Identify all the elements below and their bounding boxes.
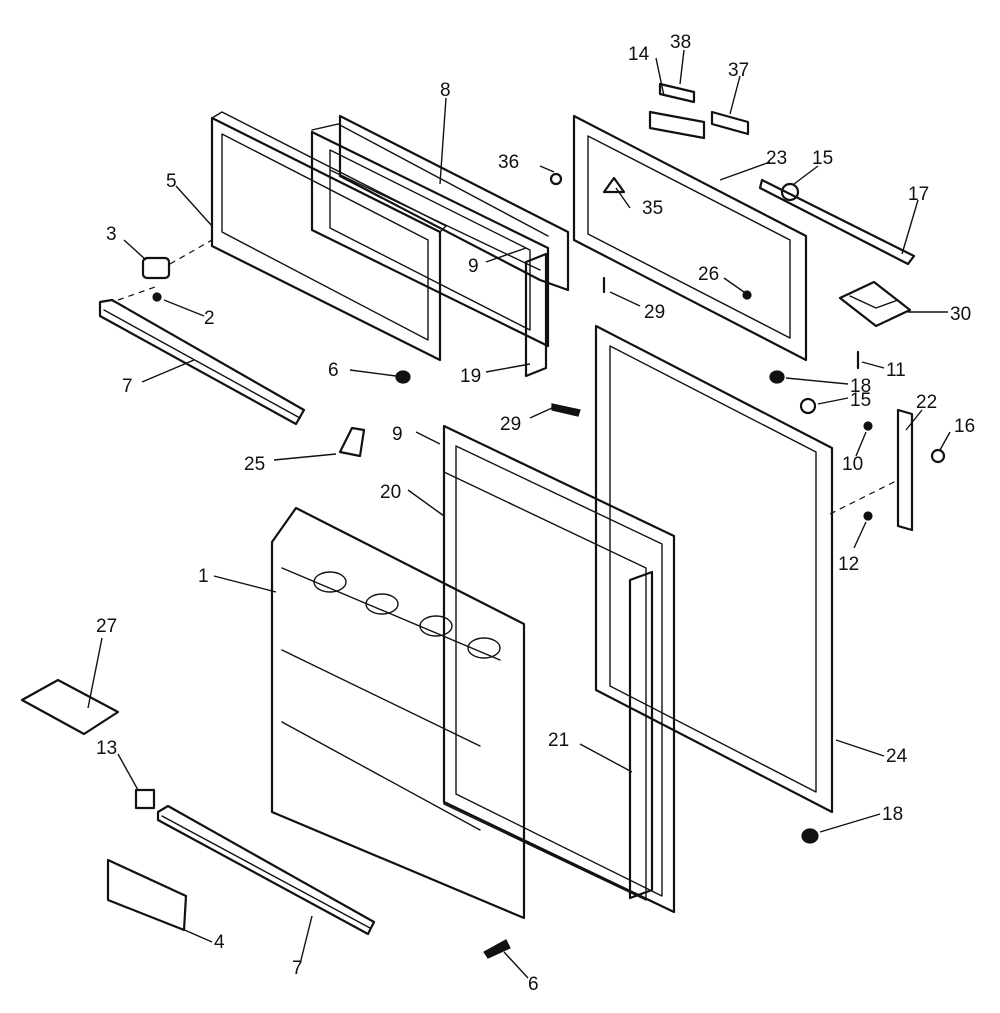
door-gasket-9-lower (442, 424, 676, 914)
callout-16: 16 (954, 416, 975, 437)
callout-14: 14 (628, 44, 650, 65)
hinge-bracket-22 (896, 408, 914, 532)
bushing-18-lower (801, 828, 819, 844)
bushing-15-upper (780, 182, 800, 202)
callout-29-lower: 29 (500, 414, 521, 435)
callout-4: 4 (214, 932, 225, 953)
callout-19: 19 (460, 366, 481, 387)
handle-21 (628, 570, 654, 900)
door-trim-7-lower (156, 804, 376, 936)
callout-23: 23 (766, 148, 787, 169)
handle-19 (524, 252, 548, 378)
callout-37: 37 (728, 60, 749, 81)
callout-1: 1 (198, 566, 209, 587)
screw-36 (549, 172, 563, 186)
callout-13: 13 (96, 738, 117, 759)
freezer-door-liner-5 (210, 111, 447, 362)
callout-7-lower: 7 (292, 958, 303, 979)
callout-5: 5 (166, 171, 177, 192)
inner-door-1 (270, 506, 526, 920)
callout-12: 12 (838, 554, 859, 575)
callout-6-upper: 6 (328, 360, 339, 381)
bolt-16 (930, 448, 946, 464)
center-hinge-30 (838, 280, 912, 328)
clip-37 (710, 110, 750, 136)
cap-25 (338, 426, 366, 458)
fresh-food-door-frame-24 (594, 324, 834, 814)
screw-26 (742, 290, 752, 300)
callout-8: 8 (440, 80, 451, 101)
callout-26: 26 (698, 264, 719, 285)
clip-38 (658, 82, 696, 104)
callout-11: 11 (886, 360, 906, 381)
callout-20: 20 (380, 482, 401, 503)
stop-6-upper (395, 370, 411, 384)
end-cap-13 (134, 788, 156, 810)
callout-17: 17 (908, 184, 929, 205)
bushing-18-upper (769, 370, 785, 384)
screw-12 (863, 511, 873, 521)
hinge-bar-17 (758, 178, 916, 266)
callout-24: 24 (886, 746, 908, 767)
screw-29-lower (551, 403, 581, 417)
callout-9-upper: 9 (468, 256, 479, 277)
callout-18-lower: 18 (882, 804, 903, 825)
door-liner-20 (443, 471, 647, 901)
screw-10 (863, 421, 873, 431)
callout-2: 2 (204, 308, 215, 329)
callout-27: 27 (96, 616, 117, 637)
callout-15-upper: 15 (812, 148, 833, 169)
callout-18-upper: 18 (850, 376, 871, 397)
callout-21: 21 (548, 730, 569, 751)
callout-29-upper: 29 (644, 302, 665, 323)
callout-7-upper: 7 (122, 376, 133, 397)
callout-3: 3 (106, 224, 117, 245)
door-shelf-4 (106, 858, 188, 932)
hinge-pin-3 (141, 239, 213, 280)
callout-38: 38 (670, 32, 691, 53)
callout-36: 36 (498, 152, 519, 173)
freezer-door-frame-23 (572, 114, 808, 362)
callout-15-lower: 15 (850, 390, 871, 411)
door-trim-7-upper (98, 285, 306, 426)
shelf-14 (648, 110, 706, 140)
plug-35 (602, 176, 626, 194)
freezer-door-gasket-9 (310, 130, 550, 348)
leader-lines (87, 49, 951, 979)
callout-6-lower: 6 (528, 974, 539, 995)
callout-22: 22 (916, 392, 937, 413)
callout-9-lower: 9 (392, 424, 403, 445)
butter-cover-27 (20, 678, 120, 736)
freezer-door-panel-8 (311, 114, 570, 292)
callout-30: 30 (950, 304, 971, 325)
bushing-15-lower (799, 397, 817, 415)
screw-2 (152, 292, 162, 302)
callout-35: 35 (642, 198, 663, 219)
callout-25: 25 (244, 454, 265, 475)
callout-10: 10 (842, 454, 863, 475)
stop-6-lower (483, 939, 511, 959)
callout-labels: 5 3 2 7 6 8 9 19 25 9 20 1 27 13 4 7 6 2… (96, 32, 975, 995)
